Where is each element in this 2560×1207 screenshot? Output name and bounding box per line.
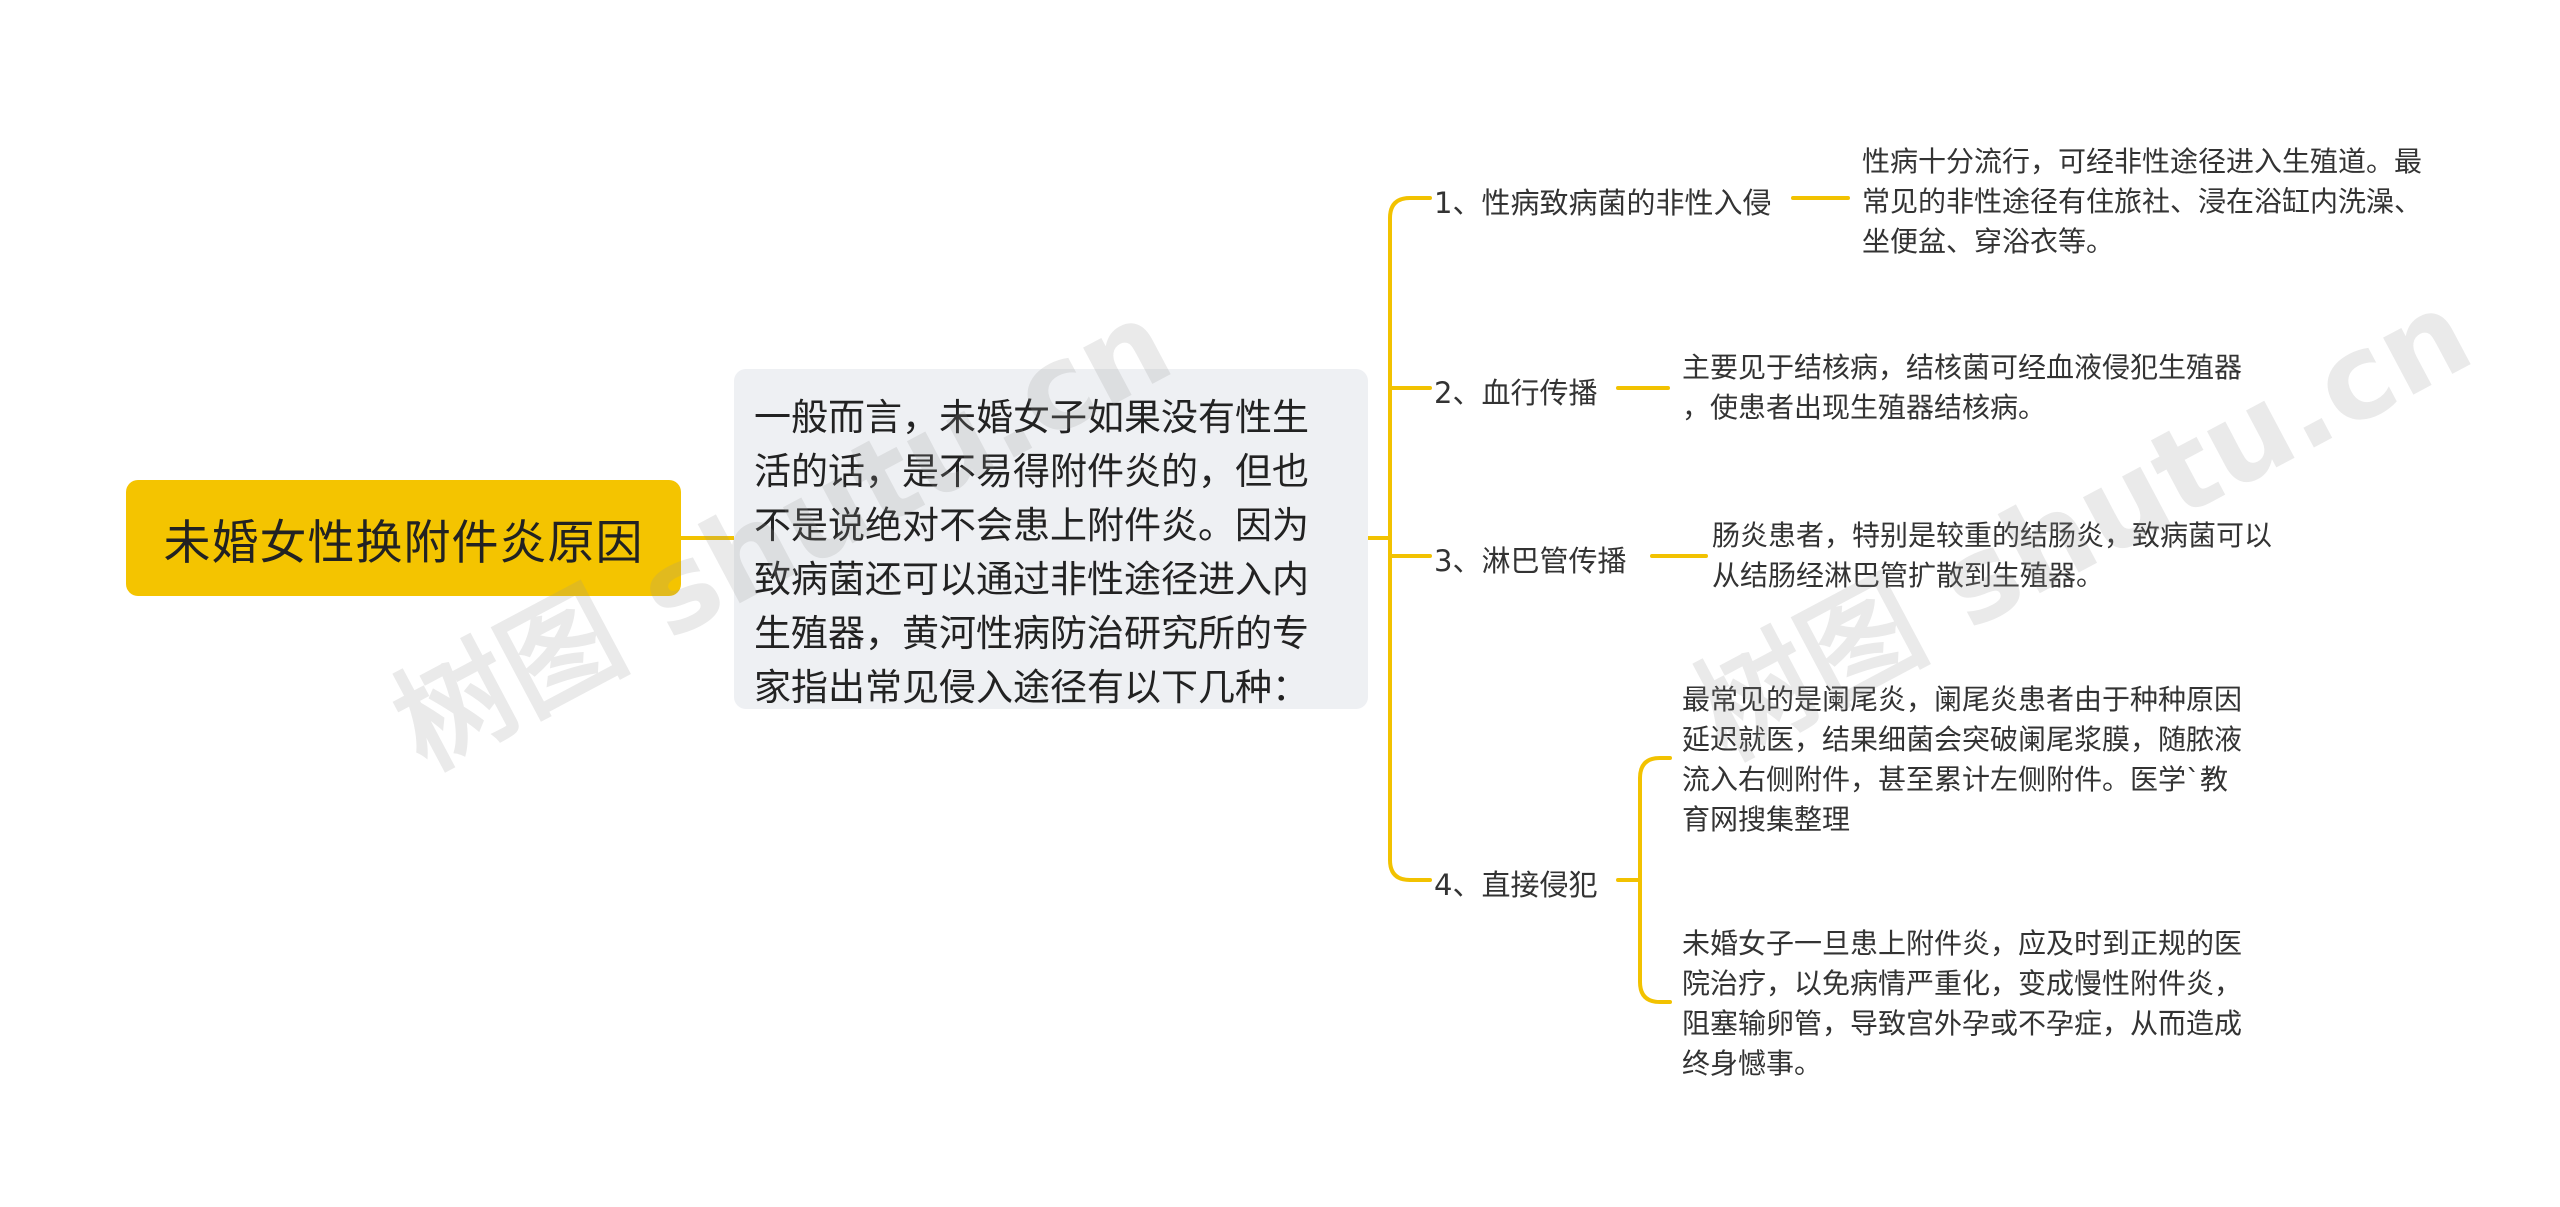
branch-1-label[interactable]: 1、性病致病菌的非性入侵 xyxy=(1434,186,1772,220)
branch-3-label[interactable]: 3、淋巴管传播 xyxy=(1434,544,1627,578)
branch-4-note-1[interactable]: 最常见的是阑尾炎，阑尾炎患者由于种种原因 延迟就医，结果细菌会突破阑尾浆膜，随脓… xyxy=(1682,683,2243,836)
summary-node[interactable]: 一般而言，未婚女子如果没有性生 活的话，是不易得附件炎的，但也 不是说绝对不会患… xyxy=(734,369,1368,709)
bracket-main xyxy=(1388,196,1432,882)
branch-2-label[interactable]: 2、血行传播 xyxy=(1434,376,1598,410)
branch-4-note-2[interactable]: 未婚女子一旦患上附件炎，应及时到正规的医 院治疗，以免病情严重化，变成慢性附件炎… xyxy=(1682,927,2243,1080)
branch-1-note[interactable]: 性病十分流行，可经非性途径进入生殖道。最 常见的非性途径有住旅社、浸在浴缸内洗澡… xyxy=(1862,145,2423,258)
branch-4-label[interactable]: 4、直接侵犯 xyxy=(1434,868,1598,902)
root-node[interactable]: 未婚女性换附件炎原因 xyxy=(126,480,681,596)
branch-2-note[interactable]: 主要见于结核病，结核菌可经血液侵犯生殖器 ，使患者出现生殖器结核病。 xyxy=(1682,351,2243,424)
bracket-b4 xyxy=(1616,756,1672,1004)
branch-3-note[interactable]: 肠炎患者，特别是较重的结肠炎，致病菌可以 从结肠经淋巴管扩散到生殖器。 xyxy=(1712,519,2273,592)
